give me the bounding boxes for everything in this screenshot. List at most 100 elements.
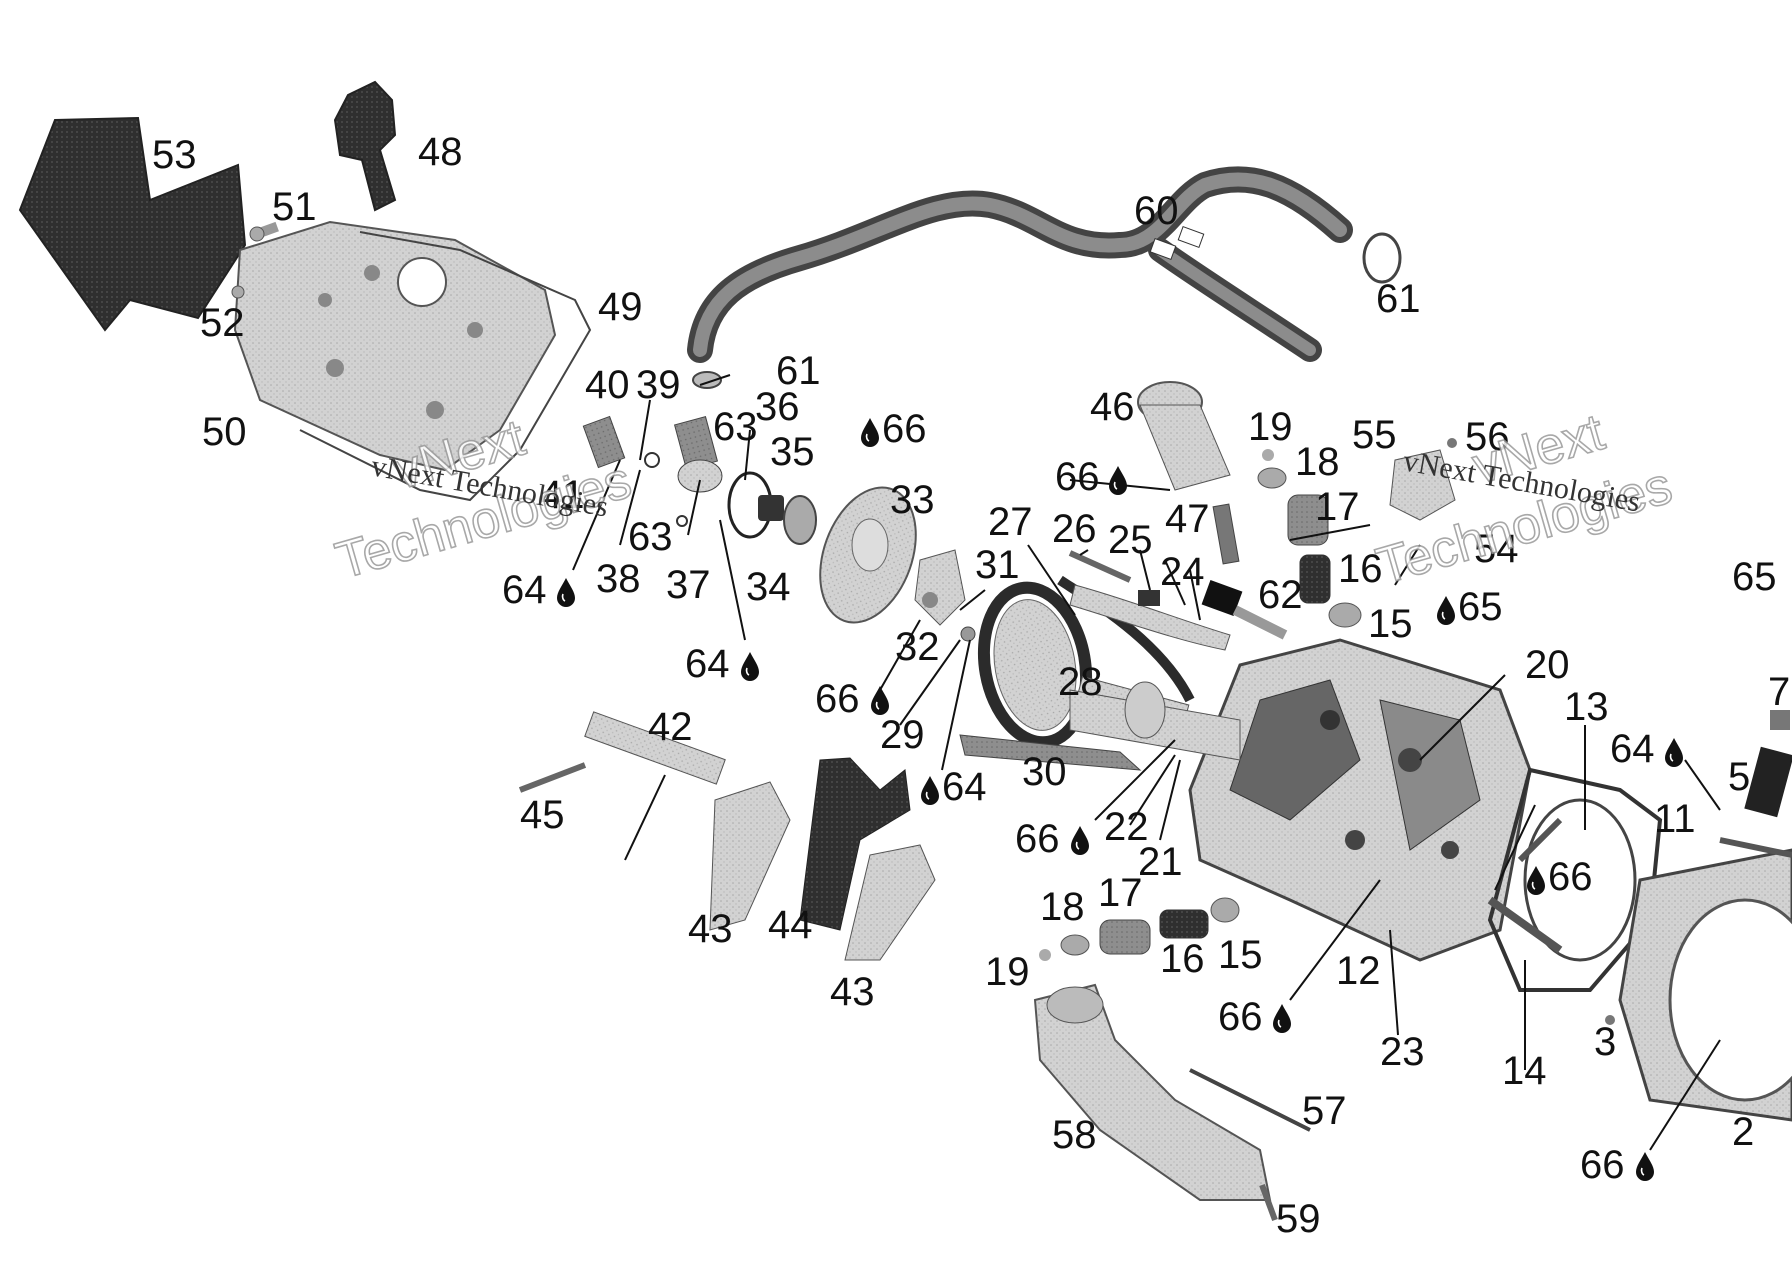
callout-54: 54 [1474,527,1519,571]
callout-53: 53 [152,133,197,177]
part-13-head-gasket [1487,767,1663,992]
callout-27: 27 [988,500,1033,544]
oil-drop-icon [1070,825,1090,856]
callout-43: 43 [688,907,733,951]
oil-drop-icon [556,577,576,608]
part-57-gasket [1189,1068,1311,1132]
callout-49: 49 [598,285,643,329]
oil-drop-icon [1635,1151,1655,1182]
callout-63: 63 [628,515,673,559]
part-50-valve-cover [233,220,557,472]
part-33-impeller [819,486,917,624]
part-48-sensor [333,80,397,212]
callout-44: 44 [768,903,813,947]
callout-33: 33 [890,478,935,522]
callout-26: 26 [1052,507,1097,551]
leader-lines [572,374,1721,1151]
callout-14: 14 [1502,1049,1547,1093]
callout-47: 47 [1165,497,1210,541]
part-51-bolt [249,221,279,242]
callout-25: 25 [1108,518,1153,562]
callout-34: 34 [746,565,791,609]
callout-42: 42 [648,705,693,749]
callout-43: 43 [830,970,875,1014]
part-35-seal [758,495,784,521]
part-43-rocker-arm [844,844,936,961]
callout-66: 66 [882,407,927,451]
callout-2: 2 [1732,1110,1754,1154]
callout-21: 21 [1138,840,1183,884]
oil-drop-icon [870,685,890,716]
oil-drop-icon [1664,737,1684,768]
callout-20: 20 [1525,643,1570,687]
callout-24: 24 [1160,550,1205,594]
callout-16: 16 [1338,547,1383,591]
callout-15: 15 [1368,602,1413,646]
callout-64: 64 [942,765,987,809]
callout-58: 58 [1052,1113,1097,1157]
callout-13: 13 [1564,685,1609,729]
part-58-manifold [1033,983,1272,1201]
callout-17: 17 [1315,485,1360,529]
callout-60: 60 [1134,189,1179,233]
part-59-bolt [1259,1183,1278,1222]
oil-drop-icon [860,417,880,448]
callout-56: 56 [1465,415,1510,459]
part-7-fitting [1770,710,1790,730]
callout-19: 19 [985,950,1030,994]
oil-drop-icon [1526,865,1546,896]
part-42-shaft [584,711,726,785]
part-12-cylinder-head [1188,638,1532,962]
callout-35: 35 [770,430,815,474]
part-5-sensor [1744,746,1792,818]
callout-37: 37 [666,563,711,607]
callout-5: 5 [1728,755,1750,799]
part-3-dowel [1605,1015,1615,1025]
callout-30: 30 [1022,750,1067,794]
callout-65: 65 [1732,555,1777,599]
callout-19: 19 [1248,405,1293,449]
oil-drop-icon [1436,595,1456,626]
callout-3: 3 [1594,1020,1616,1064]
callout-46: 46 [1090,385,1135,429]
callout-65: 65 [1458,585,1503,629]
part-47-spark-plug [1212,503,1240,565]
part-45-bolt [518,762,587,793]
part-11-hose [1719,837,1792,858]
callout-15: 15 [1218,933,1263,977]
callout-63: 63 [713,405,758,449]
callout-11: 11 [1654,797,1696,841]
callout-52: 52 [200,301,245,345]
part-34-washer [783,495,817,545]
part-15-19-valve-spring-bottom [1039,897,1240,961]
callout-23: 23 [1380,1030,1425,1074]
callout-40: 40 [585,363,630,407]
part-14-stud [1487,896,1563,954]
callout-62: 62 [1258,573,1303,617]
callout-61: 61 [776,349,821,393]
part-61-clamp [1362,232,1402,284]
callout-36: 36 [755,385,800,429]
callout-17: 17 [1098,871,1143,915]
callout-18: 18 [1295,440,1340,484]
part-52-washer [231,285,245,299]
part-53-pad [18,116,247,332]
part-37-41-pump-fittings [582,415,723,527]
part-62-plug [1201,579,1288,640]
callout-66: 66 [815,677,860,721]
callout-66: 66 [1218,995,1263,1039]
part-43-rocker-arm [709,781,791,931]
part-49-gasket [299,231,592,502]
callout-28: 28 [1058,660,1103,704]
callout-50: 50 [202,410,247,454]
callout-66: 66 [1055,455,1100,499]
callout-59: 59 [1276,1197,1321,1241]
callout-32: 32 [895,625,940,669]
oil-drop-icon [920,775,940,806]
callout-31: 31 [975,543,1020,587]
callout-29: 29 [880,713,925,757]
oil-drop-icon [740,651,760,682]
callout-39: 39 [636,363,681,407]
callout-64: 64 [502,568,547,612]
